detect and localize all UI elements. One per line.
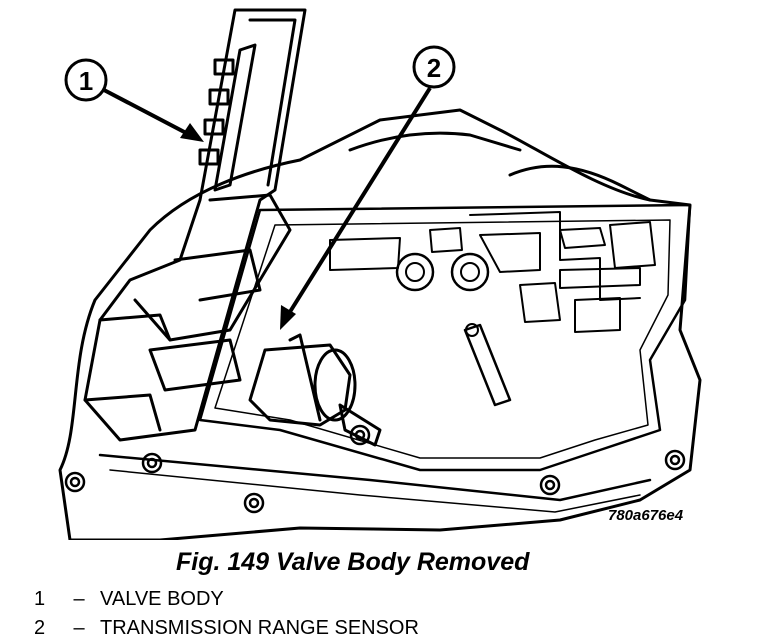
figure-id: 780a676e4 — [608, 507, 684, 524]
legend-dash: – — [73, 588, 85, 610]
transmission-case-outline — [58, 108, 702, 540]
callout-2-number: 2 — [427, 53, 441, 83]
legend-label: TRANSMISSION RANGE SENSOR — [100, 617, 419, 639]
callout-1: 1 — [64, 58, 204, 142]
legend-item: 2 –TRANSMISSION RANGE SENSOR — [34, 617, 419, 640]
legend-number: 2 — [34, 617, 46, 639]
valve-body — [83, 8, 307, 442]
transmission-range-sensor — [248, 333, 382, 447]
legend-dash: – — [73, 617, 85, 639]
figure-caption: Fig. 149 Valve Body Removed — [176, 548, 530, 576]
legend-number: 1 — [34, 588, 46, 610]
callout-2: 2 — [280, 45, 456, 330]
callout-1-number: 1 — [79, 66, 93, 96]
valve-body-removed-illustration: 1 2 780a676e4 — [58, 8, 702, 540]
legend-item: 1 –VALVE BODY — [34, 588, 224, 611]
case-bolts — [64, 424, 686, 514]
valve-body-separator-plate — [329, 211, 656, 333]
oil-pan-rail — [198, 203, 692, 472]
legend-label: VALVE BODY — [100, 588, 224, 610]
